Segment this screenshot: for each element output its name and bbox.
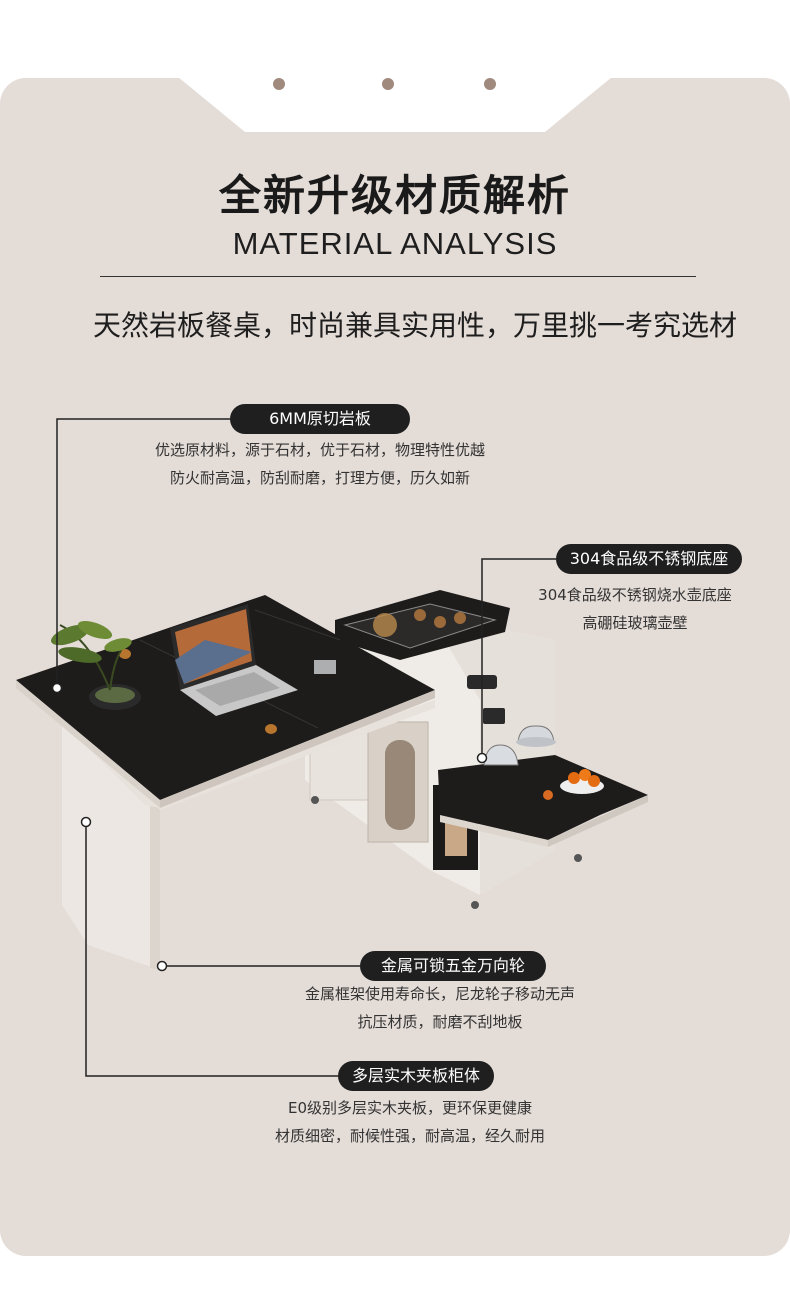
feature-label-steel: 304食品级不锈钢底座 <box>556 544 742 574</box>
feature-label-wheels: 金属可锁五金万向轮 <box>360 951 546 981</box>
feature-desc-wheels: 金属框架使用寿命长，尼龙轮子移动无声 抗压材质，耐磨不刮地板 <box>270 980 610 1036</box>
page-subtitle: 天然岩板餐桌，时尚兼具实用性，万里挑一考究选材 <box>92 309 737 342</box>
decor-dot-1 <box>273 78 285 90</box>
panel-notch <box>178 77 612 132</box>
feature-label-stone: 6MM原切岩板 <box>230 404 410 434</box>
decor-dot-3 <box>484 78 496 90</box>
title-divider <box>100 276 696 277</box>
page-title: 全新升级材质解析 <box>218 171 571 220</box>
feature-desc-line: 抗压材质，耐磨不刮地板 <box>357 1013 523 1031</box>
feature-desc-line: 304食品级不锈钢烧水壶底座 <box>538 586 732 604</box>
feature-desc-line: 防火耐高温，防刮耐磨，打理方便，历久如新 <box>169 469 470 487</box>
decor-dot-2 <box>382 78 394 90</box>
feature-desc-steel: 304食品级不锈钢烧水壶底座 高硼硅玻璃壶壁 <box>500 581 770 637</box>
feature-desc-cabinet: E0级别多层实木夹板，更环保更健康 材质细密，耐候性强，耐高温，经久耐用 <box>240 1094 580 1150</box>
feature-desc-stone: 优选原材料，源于石材，优于石材，物理特性优越 防火耐高温，防刮耐磨，打理方便，历… <box>120 436 520 492</box>
feature-desc-line: 高硼硅玻璃壶壁 <box>582 614 688 632</box>
feature-desc-line: E0级别多层实木夹板，更环保更健康 <box>287 1099 533 1117</box>
feature-desc-line: 材质细密，耐候性强，耐高温，经久耐用 <box>274 1127 545 1145</box>
feature-label-cabinet: 多层实木夹板柜体 <box>338 1061 494 1091</box>
page-title-en: MATERIAL ANALYSIS <box>232 226 558 261</box>
feature-desc-line: 优选原材料，源于石材，优于石材，物理特性优越 <box>154 441 485 459</box>
feature-desc-line: 金属框架使用寿命长，尼龙轮子移动无声 <box>304 985 575 1003</box>
